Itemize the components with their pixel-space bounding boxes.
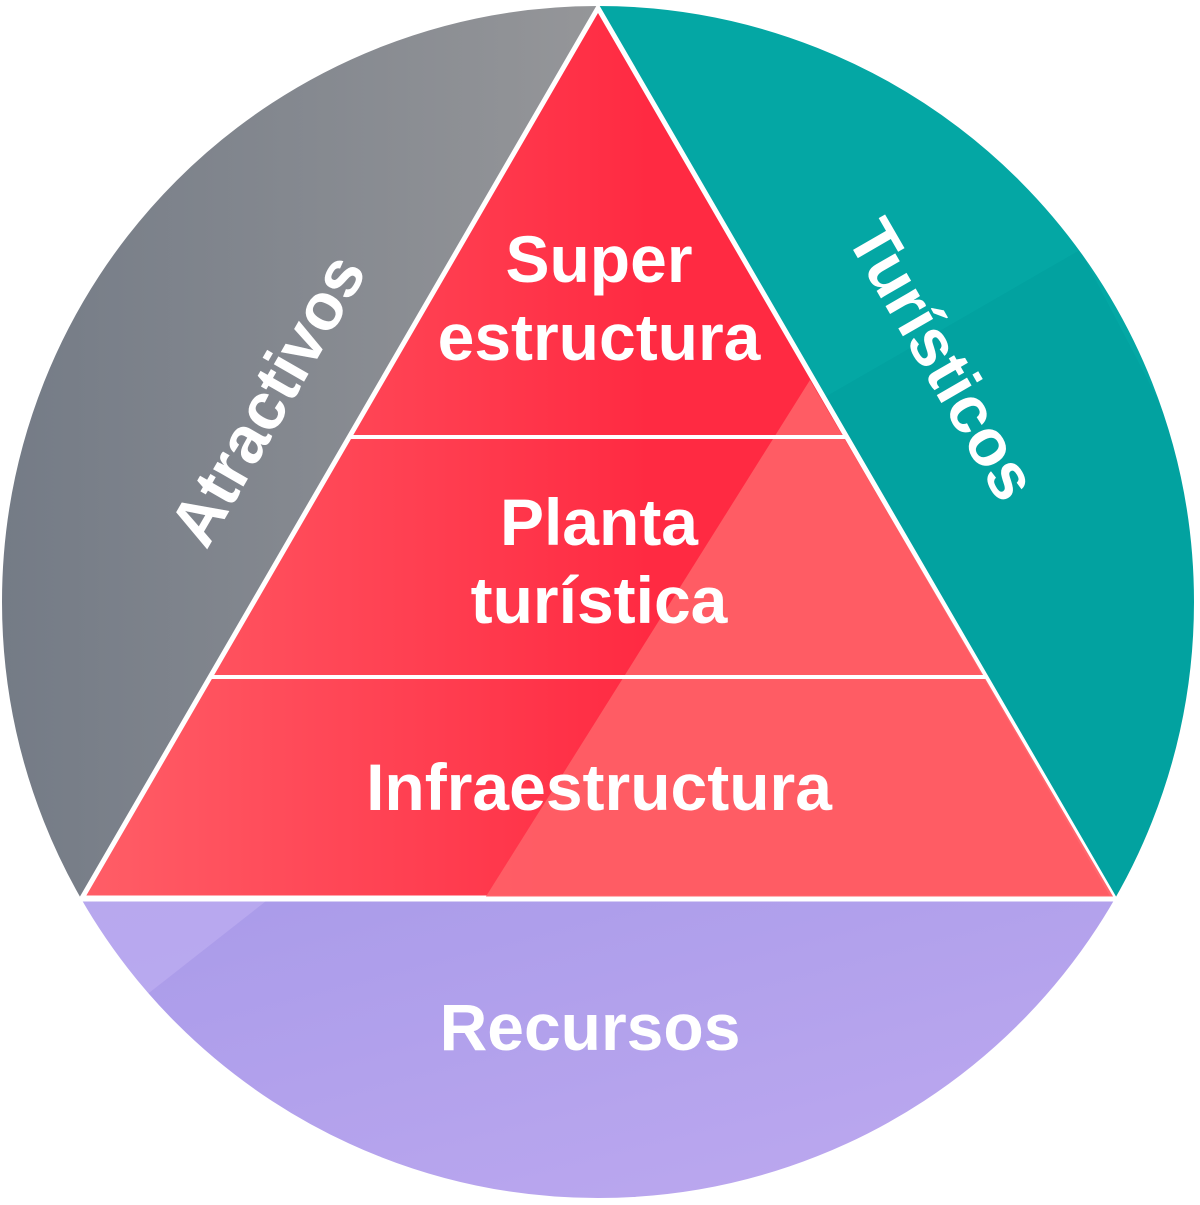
pyramid-level-3-label: Infraestructura bbox=[366, 750, 833, 824]
segment-atractivos bbox=[1, 5, 598, 898]
pyramid-level-2-line-2: turística bbox=[471, 563, 729, 637]
pyramid-level-1-line-2: estructura bbox=[438, 300, 762, 374]
outer-circle bbox=[0, 4, 1196, 1200]
segment-turisticos-shade bbox=[820, 250, 1195, 898]
pyramid-level-1-line-1: Super bbox=[505, 222, 692, 296]
pyramid-light-overlay bbox=[485, 380, 1114, 898]
pyramid-level-2-line-1: Planta bbox=[500, 485, 699, 559]
segment-recursos-label: Recursos bbox=[440, 990, 741, 1064]
